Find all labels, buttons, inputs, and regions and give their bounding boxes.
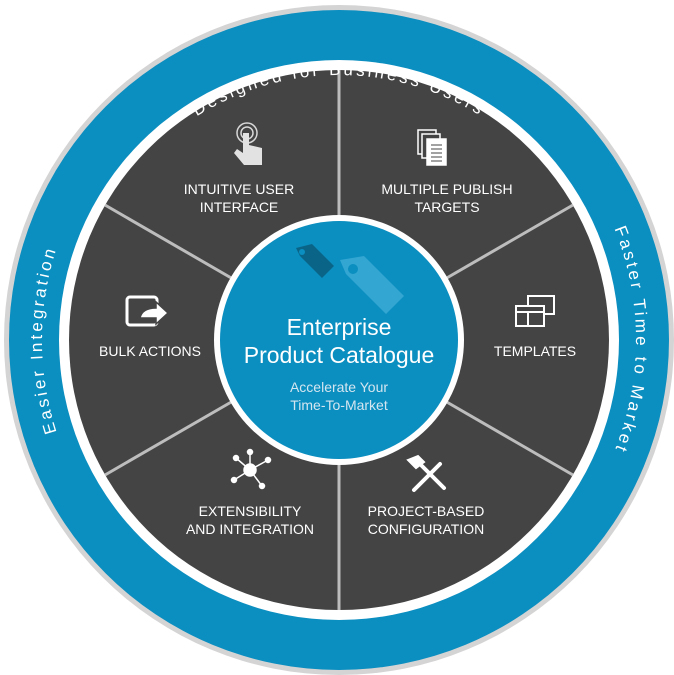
price-tags-icon [296,244,404,314]
segment-label-line1: INTUITIVE USER [184,181,294,197]
segment-label-line2: TARGETS [414,199,479,215]
center-title-line2: Product Catalogue [244,342,435,368]
segment-label-line1: BULK ACTIONS [99,343,201,359]
touch-hand-icon [234,122,262,165]
center-subtitle-line2: Time-To-Market [290,397,388,413]
segment-label-line1: EXTENSIBILITY [199,503,302,519]
segment-dividers [104,70,574,610]
segment-extensibility-and-integration: EXTENSIBILITY AND INTEGRATION [186,448,314,537]
segment-project-based-configuration: PROJECT-BASED CONFIGURATION [368,454,485,537]
segment-label-line2: AND INTEGRATION [186,521,314,537]
network-nodes-icon [230,448,272,490]
segment-label-line2: INTERFACE [200,199,279,215]
center-subtitle-line1: Accelerate Your [290,379,388,395]
documents-stack-icon [417,129,447,166]
tools-icon [406,454,446,492]
segment-bulk-actions: BULK ACTIONS [99,295,201,359]
center-title-line1: Enterprise [287,314,392,340]
segment-label-line2: CONFIGURATION [368,521,484,537]
segment-intuitive-user-interface: INTUITIVE USER INTERFACE [184,122,294,215]
bulk-action-arrow-icon [125,295,170,327]
segment-label-line1: MULTIPLE PUBLISH [381,181,512,197]
templates-windows-icon [515,295,555,327]
segment-multiple-publish-targets: MULTIPLE PUBLISH TARGETS [381,129,513,215]
center-circle [220,221,458,459]
segment-templates: TEMPLATES [494,295,576,359]
segment-label-line1: TEMPLATES [494,343,576,359]
segment-label-line1: PROJECT-BASED [368,503,485,519]
